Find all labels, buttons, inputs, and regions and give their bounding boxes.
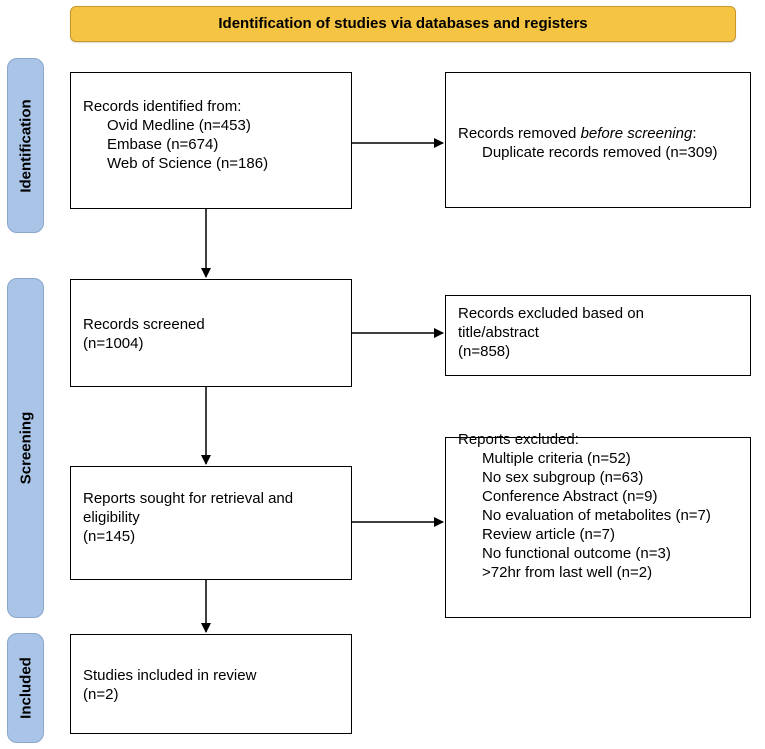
records-removed-heading-prefix: Records removed: [458, 125, 581, 142]
phase-screening: Screening: [7, 278, 44, 618]
exclusion-item: No functional outcome (n=3): [482, 545, 671, 562]
studies-included-label: Studies included in review: [83, 667, 257, 684]
records-removed-heading-suffix: :: [692, 125, 697, 142]
reports-excluded-heading: Reports excluded:: [458, 431, 579, 448]
records-removed-box: Records removed before screening: Duplic…: [445, 72, 751, 208]
records-excluded-line2: title/abstract: [458, 324, 539, 341]
records-excluded-line1: Records excluded based on: [458, 305, 644, 322]
records-removed-heading: Records removed before screening:: [458, 124, 738, 143]
source-item: Embase (n=674): [107, 136, 219, 153]
exclusion-item: No sex subgroup (n=63): [482, 469, 644, 486]
exclusion-item: >72hr from last well (n=2): [482, 564, 653, 581]
exclusion-item: Conference Abstract (n=9): [482, 488, 658, 505]
records-identified-heading: Records identified from:: [83, 98, 242, 115]
reports-sought-line1: Reports sought for retrieval and: [83, 490, 294, 507]
exclusion-item: Review article (n=7): [482, 526, 615, 543]
phase-included: Included: [7, 633, 44, 743]
records-identified-box: Records identified from: Ovid Medline (n…: [70, 72, 352, 209]
records-removed-heading-emphasis: before screening: [580, 125, 693, 142]
reports-sought-count: (n=145): [83, 528, 136, 545]
section-banner: Identification of studies via databases …: [70, 6, 736, 42]
exclusion-item: No evaluation of metabolites (n=7): [482, 507, 711, 524]
source-item: Web of Science (n=186): [107, 155, 269, 172]
phase-identification: Identification: [7, 58, 44, 233]
reports-sought-box: Reports sought for retrieval and eligibi…: [70, 466, 352, 580]
records-excluded-count: (n=858): [458, 343, 511, 360]
records-screened-label: Records screened: [83, 316, 205, 333]
duplicate-records-item: Duplicate records removed (n=309): [482, 144, 718, 161]
reports-excluded-box: Reports excluded: Multiple criteria (n=5…: [445, 431, 751, 618]
records-excluded-box: Records excluded based on title/abstract…: [445, 295, 751, 376]
exclusion-item: Multiple criteria (n=52): [482, 450, 631, 467]
studies-included-count: (n=2): [83, 686, 119, 703]
reports-sought-line2: eligibility: [83, 509, 140, 526]
studies-included-box: Studies included in review (n=2): [70, 634, 352, 734]
records-screened-box: Records screened (n=1004): [70, 279, 352, 387]
records-screened-count: (n=1004): [83, 335, 144, 352]
source-item: Ovid Medline (n=453): [107, 117, 251, 134]
